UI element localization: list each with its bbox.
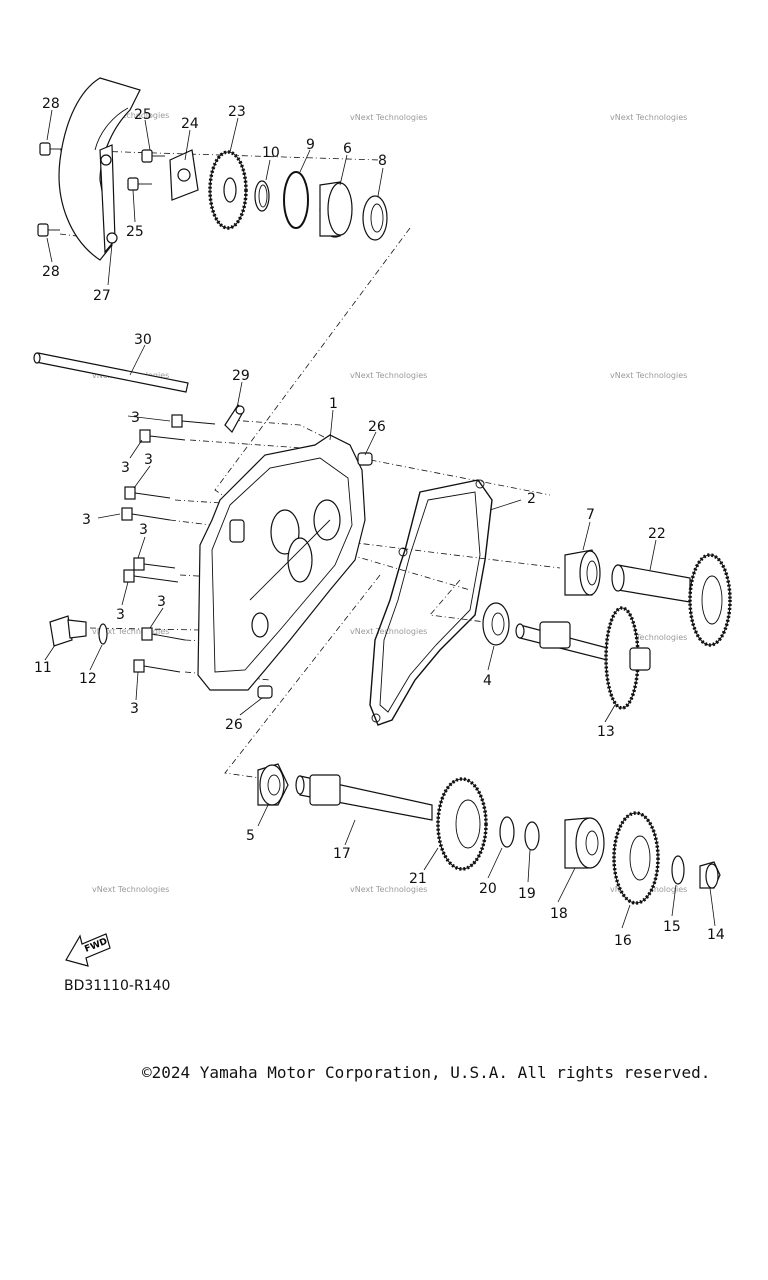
callout-15: 15 xyxy=(663,919,681,935)
callout-18: 18 xyxy=(550,906,568,922)
part-1-transmission-case[interactable] xyxy=(197,434,366,691)
callout-17: 17 xyxy=(333,846,351,862)
part-3-bolts[interactable] xyxy=(121,414,216,673)
callout-9: 9 xyxy=(306,137,315,153)
part-29-clip[interactable] xyxy=(224,404,245,433)
part-21-gear[interactable] xyxy=(436,777,488,871)
diagram-code: BD31110-R140 xyxy=(64,978,171,994)
callout-3-g: 3 xyxy=(157,594,166,610)
part-20-washer[interactable] xyxy=(499,816,515,848)
part-27-cover-bracket[interactable] xyxy=(58,77,141,261)
part-28-bolt-bottom[interactable] xyxy=(37,223,60,237)
callout-11: 11 xyxy=(34,660,52,676)
callout-28-bottom: 28 xyxy=(42,264,60,280)
bolt-3f[interactable] xyxy=(123,569,179,583)
part-24-plate[interactable] xyxy=(169,149,199,201)
callout-25-lower: 25 xyxy=(126,224,144,240)
part-26-dowel-bottom[interactable] xyxy=(257,685,273,699)
part-28-bolt-top[interactable] xyxy=(39,142,62,156)
part-4-bearing[interactable] xyxy=(482,602,510,646)
watermark: vNext Technologies xyxy=(350,371,427,380)
bolt-3a[interactable] xyxy=(171,414,216,428)
part-13-countershaft-gear[interactable] xyxy=(515,606,651,710)
callout-7: 7 xyxy=(586,507,595,523)
bolt-3d[interactable] xyxy=(121,507,171,521)
watermark: vNext Technologies xyxy=(610,633,687,642)
watermark: vNext Technologies xyxy=(610,113,687,122)
callout-24: 24 xyxy=(181,116,199,132)
part-15-washer[interactable] xyxy=(671,855,685,885)
callout-25-upper: 25 xyxy=(134,107,152,123)
watermark: vNext Technologies xyxy=(350,113,427,122)
callout-10: 10 xyxy=(262,145,280,161)
callout-26-top: 26 xyxy=(368,419,386,435)
watermark: vNext Technologies xyxy=(350,627,427,636)
callout-23: 23 xyxy=(228,104,246,120)
part-8-seal[interactable] xyxy=(362,195,388,241)
part-6-bearing[interactable] xyxy=(319,181,353,238)
part-2-gasket[interactable] xyxy=(369,479,493,726)
bolt-3b[interactable] xyxy=(139,429,186,443)
callout-12: 12 xyxy=(79,671,97,687)
callout-3-a: 3 xyxy=(131,410,140,426)
callout-28-top: 28 xyxy=(42,96,60,112)
callout-14: 14 xyxy=(707,927,725,943)
callout-3-c: 3 xyxy=(144,452,153,468)
part-18-clutch-dog[interactable] xyxy=(564,817,605,869)
part-9-ring[interactable] xyxy=(283,171,309,229)
part-25-bolt-lower[interactable] xyxy=(127,177,152,191)
leader-lines xyxy=(44,109,716,929)
part-12-washer[interactable] xyxy=(98,623,108,645)
callout-27: 27 xyxy=(93,288,111,304)
callout-30: 30 xyxy=(134,332,152,348)
callout-22: 22 xyxy=(648,526,666,542)
callouts: 28 25 24 23 10 9 6 8 25 28 27 30 29 1 26… xyxy=(34,96,725,949)
part-19-circlip[interactable] xyxy=(524,821,540,851)
bolt-3e[interactable] xyxy=(133,557,176,571)
watermark: vNext Technologies xyxy=(92,627,169,636)
callout-3-e: 3 xyxy=(139,522,148,538)
part-16-gear[interactable] xyxy=(612,811,660,905)
part-17-main-shaft[interactable] xyxy=(295,774,433,821)
callout-3-b: 3 xyxy=(121,460,130,476)
part-26-dowel-top[interactable] xyxy=(357,452,373,466)
callout-29: 29 xyxy=(232,368,250,384)
callout-6: 6 xyxy=(343,141,352,157)
callout-8: 8 xyxy=(378,153,387,169)
part-30-shaft[interactable] xyxy=(33,352,189,393)
callout-3-f: 3 xyxy=(116,607,125,623)
callout-20: 20 xyxy=(479,881,497,897)
bolt-3c[interactable] xyxy=(124,486,171,500)
callout-13: 13 xyxy=(597,724,615,740)
callout-5: 5 xyxy=(246,828,255,844)
part-10-circlip[interactable] xyxy=(254,180,270,212)
callout-16: 16 xyxy=(614,933,632,949)
callout-21: 21 xyxy=(409,871,427,887)
watermarks: vNext Technologies vNext Technologies vN… xyxy=(92,111,687,894)
bolt-3h[interactable] xyxy=(133,659,181,673)
callout-3-d: 3 xyxy=(82,512,91,528)
callout-26-bottom: 26 xyxy=(225,717,243,733)
part-23-sprocket[interactable] xyxy=(208,150,248,230)
callout-19: 19 xyxy=(518,886,536,902)
bolt-3g[interactable] xyxy=(141,627,186,641)
callout-2: 2 xyxy=(527,491,536,507)
callout-3-h: 3 xyxy=(130,701,139,717)
part-22-gear-shaft[interactable] xyxy=(611,553,732,647)
part-5-bearing[interactable] xyxy=(257,763,289,806)
fwd-arrow-icon: FWD xyxy=(65,933,111,967)
copyright-notice: ©2024 Yamaha Motor Corporation, U.S.A. A… xyxy=(142,1063,711,1082)
part-7-needle-bearing[interactable] xyxy=(564,549,601,596)
part-14-collar[interactable] xyxy=(699,861,721,889)
callout-4: 4 xyxy=(483,673,492,689)
watermark: vNext Technologies xyxy=(92,111,169,120)
part-25-bolt-upper[interactable] xyxy=(141,149,165,163)
part-11-drain-plug[interactable] xyxy=(49,615,87,647)
watermark: vNext Technologies xyxy=(610,371,687,380)
watermark: vNext Technologies xyxy=(350,885,427,894)
watermark: vNext Technologies xyxy=(92,885,169,894)
callout-1: 1 xyxy=(329,396,338,412)
